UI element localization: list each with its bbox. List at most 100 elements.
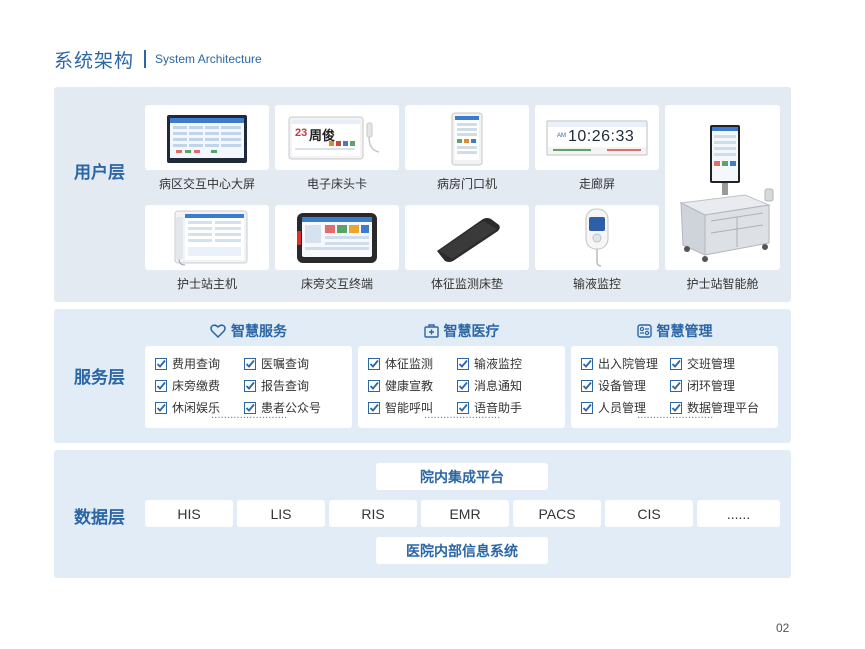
checkbox-checked-icon — [155, 379, 167, 392]
device-vital-mattress: 体征监测床垫 — [405, 205, 529, 303]
door-terminal-icon — [451, 112, 483, 166]
integration-platform: 院内集成平台 — [376, 463, 548, 490]
user-layer: 用户层 病区交互中心大屏 — [54, 87, 791, 302]
more-ellipsis: ........................ — [637, 410, 714, 421]
system-box-emr: EMR — [421, 500, 509, 527]
medical-kit-icon — [423, 324, 439, 338]
device-label: 体征监测床垫 — [430, 277, 503, 291]
corridor-screen-icon — [546, 120, 648, 156]
checkbox-checked-icon — [244, 379, 256, 392]
service-card: 体征监测 输液监控 健康宣教 消息通知 智能呼叫 语音助手 ..........… — [358, 346, 565, 428]
service-item: 语音助手 — [457, 399, 522, 416]
corridor-time: 10:26:33 — [568, 128, 635, 145]
device-corridor-screen: AM 10:26:33 走廊屏 — [535, 105, 659, 203]
large-screen-icon — [167, 115, 247, 163]
device-image-box — [145, 105, 269, 170]
device-bedside-card: 23 周俊 电子床头卡 — [275, 105, 399, 203]
service-item: 设备管理 — [581, 377, 646, 394]
service-item: 智能呼叫 — [368, 399, 433, 416]
checkbox-checked-icon — [581, 357, 593, 370]
device-image-box — [665, 105, 780, 270]
title-divider — [144, 50, 147, 68]
device-label: 输液监控 — [572, 277, 621, 291]
service-item: 报告查询 — [244, 377, 309, 394]
service-layer: 服务层 智慧服务 费用查询 医嘱查询 床旁缴费 报告查询 休闲娱乐 患者公众号 … — [54, 309, 791, 443]
service-item: 闭环管理 — [670, 377, 735, 394]
service-column-smart-management: 智慧管理 出入院管理 交班管理 设备管理 闭环管理 人员管理 数据管理平台 ..… — [571, 319, 778, 428]
service-item: 休闲娱乐 — [155, 399, 220, 416]
service-item: 费用查询 — [155, 355, 220, 372]
checkbox-checked-icon — [670, 401, 682, 414]
checkbox-checked-icon — [581, 379, 593, 392]
bed-number: 23 — [295, 127, 308, 139]
service-card: 费用查询 医嘱查询 床旁缴费 报告查询 休闲娱乐 患者公众号 .........… — [145, 346, 352, 428]
more-ellipsis: ........................ — [211, 410, 288, 421]
service-item: 人员管理 — [581, 399, 646, 416]
checkbox-checked-icon — [457, 401, 469, 414]
service-item: 健康宣教 — [368, 377, 433, 394]
device-image-box — [405, 205, 529, 270]
data-layer: 数据层 院内集成平台 HIS LIS RIS EMR PACS CIS ....… — [54, 450, 791, 578]
device-door-terminal: 病房门口机 — [405, 105, 529, 203]
checkbox-checked-icon — [368, 401, 380, 414]
device-nurse-host: 护士站主机 — [145, 205, 269, 303]
service-item: 医嘱查询 — [244, 355, 309, 372]
system-box-ris: RIS — [329, 500, 417, 527]
page-title: 系统架构 — [54, 49, 135, 72]
service-column-title: 智慧管理 — [571, 319, 778, 343]
device-image-box — [535, 205, 659, 270]
system-box-lis: LIS — [237, 500, 325, 527]
service-column-title: 智慧医疗 — [358, 319, 565, 343]
infusion-monitor-icon — [585, 208, 609, 267]
device-label: 床旁交互终端 — [300, 277, 373, 291]
device-infusion-monitor: 输液监控 — [535, 205, 659, 303]
hospital-info-system: 医院内部信息系统 — [376, 537, 548, 564]
bedside-card-icon — [288, 116, 380, 160]
service-item: 患者公众号 — [244, 399, 321, 416]
device-image-box — [275, 205, 399, 270]
service-layer-label: 服务层 — [74, 368, 125, 388]
service-item: 体征监测 — [368, 355, 433, 372]
device-label: 护士站智能舱 — [686, 277, 759, 291]
device-bedside-terminal: 床旁交互终端 — [275, 205, 399, 303]
checkbox-checked-icon — [244, 357, 256, 370]
checkbox-checked-icon — [457, 379, 469, 392]
service-item: 消息通知 — [457, 377, 522, 394]
user-layer-label: 用户层 — [74, 163, 125, 183]
checkbox-checked-icon — [244, 401, 256, 414]
device-image-box: AM 10:26:33 — [535, 105, 659, 170]
device-label: 病房门口机 — [436, 177, 497, 191]
service-column-smart-service: 智慧服务 费用查询 医嘱查询 床旁缴费 报告查询 休闲娱乐 患者公众号 ....… — [145, 319, 352, 428]
device-ward-screen: 病区交互中心大屏 — [145, 105, 269, 203]
service-column-smart-medical: 智慧医疗 体征监测 输液监控 健康宣教 消息通知 智能呼叫 语音助手 .....… — [358, 319, 565, 428]
checkbox-checked-icon — [155, 357, 167, 370]
mattress-icon — [437, 218, 500, 262]
checkbox-checked-icon — [457, 357, 469, 370]
device-image-box: 23 周俊 — [275, 105, 399, 170]
service-column-title: 智慧服务 — [145, 319, 352, 343]
page-number: 02 — [776, 621, 790, 635]
checkbox-checked-icon — [155, 401, 167, 414]
checkbox-checked-icon — [670, 379, 682, 392]
device-label: 病区交互中心大屏 — [158, 177, 255, 191]
management-icon — [636, 324, 652, 338]
device-image-box — [405, 105, 529, 170]
device-label: 电子床头卡 — [306, 177, 367, 191]
service-item: 输液监控 — [457, 355, 522, 372]
checkbox-checked-icon — [581, 401, 593, 414]
service-item: 交班管理 — [670, 355, 735, 372]
device-image-box — [145, 205, 269, 270]
service-item: 数据管理平台 — [670, 399, 759, 416]
nurse-host-icon — [174, 210, 248, 266]
service-item: 床旁缴费 — [155, 377, 220, 394]
heart-icon — [210, 324, 226, 338]
service-item: 出入院管理 — [581, 355, 658, 372]
more-ellipsis: ........................ — [424, 410, 501, 421]
corridor-ampm: AM — [557, 133, 566, 139]
system-box-cis: CIS — [605, 500, 693, 527]
device-nurse-cabin: 护士站智能舱 — [665, 105, 780, 291]
device-label: 走廊屏 — [578, 177, 615, 191]
service-card: 出入院管理 交班管理 设备管理 闭环管理 人员管理 数据管理平台 .......… — [571, 346, 778, 428]
system-box-more: ...... — [697, 500, 780, 527]
device-label: 护士站主机 — [176, 277, 237, 291]
